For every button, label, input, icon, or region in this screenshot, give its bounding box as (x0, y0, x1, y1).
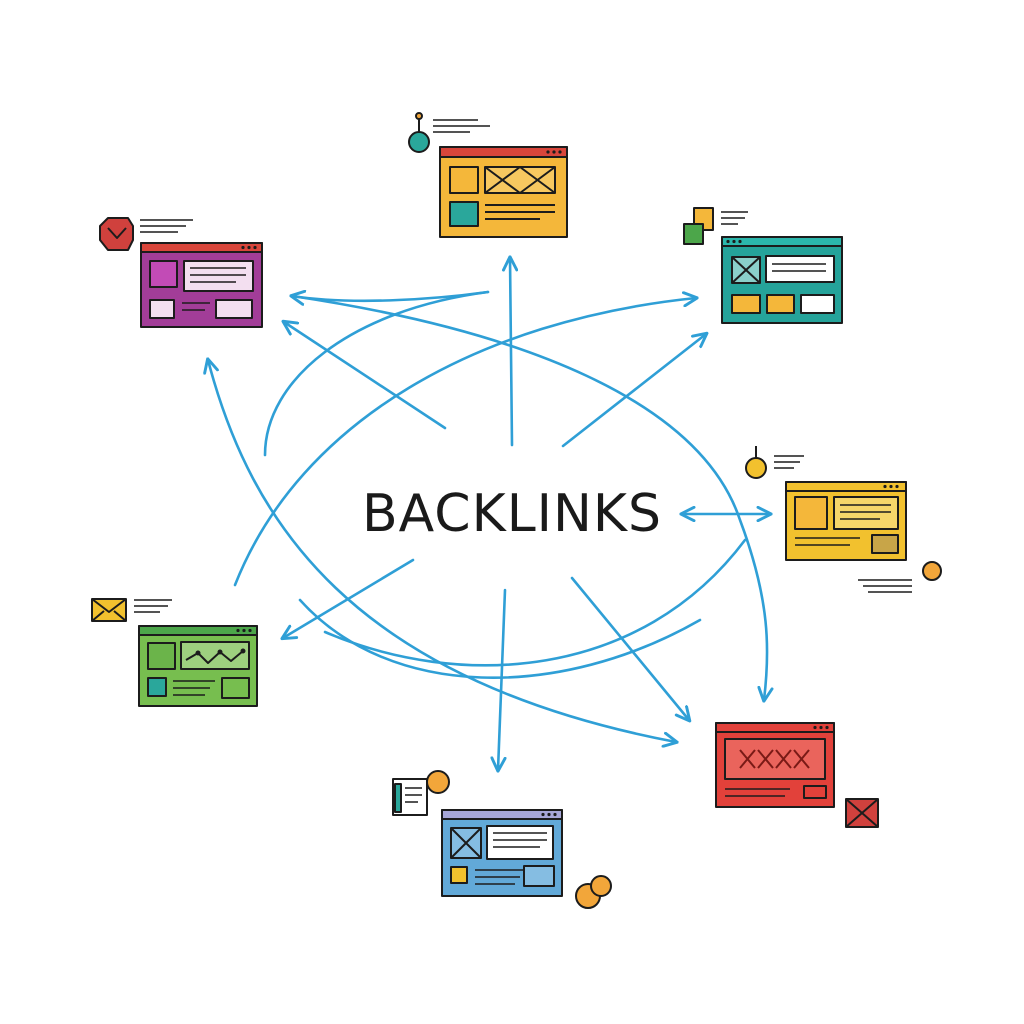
files-icon (683, 207, 748, 245)
pin-icon (408, 112, 490, 153)
pin-icon (745, 446, 804, 479)
page-red (715, 722, 835, 808)
connection-arrows (208, 258, 770, 770)
document-icon (392, 770, 450, 816)
arrow-to-top (510, 258, 512, 447)
diagram-title: BACKLINKS (361, 484, 663, 544)
page-purple (140, 242, 263, 328)
arrow-to-purple-upper (284, 322, 447, 430)
arc-bottom-lower (298, 598, 702, 679)
page-blue (441, 809, 563, 897)
arc-left-loop (263, 290, 490, 457)
mail-icon (845, 798, 879, 828)
page-gold (785, 481, 907, 561)
arc-bottom-sweep (323, 538, 747, 667)
arc-purple-to-red-inner (290, 294, 767, 700)
envelope-icon (91, 598, 172, 622)
refresh-icon (858, 561, 942, 593)
shield-icon (99, 217, 193, 251)
refresh-icon (575, 875, 612, 909)
arrow-to-blue (498, 588, 505, 770)
page-top-yellow (439, 146, 568, 238)
arc-purple-to-red-outer (208, 360, 676, 742)
arrow-to-teal-lower (561, 334, 706, 448)
page-teal (721, 236, 843, 324)
page-green (138, 625, 258, 707)
